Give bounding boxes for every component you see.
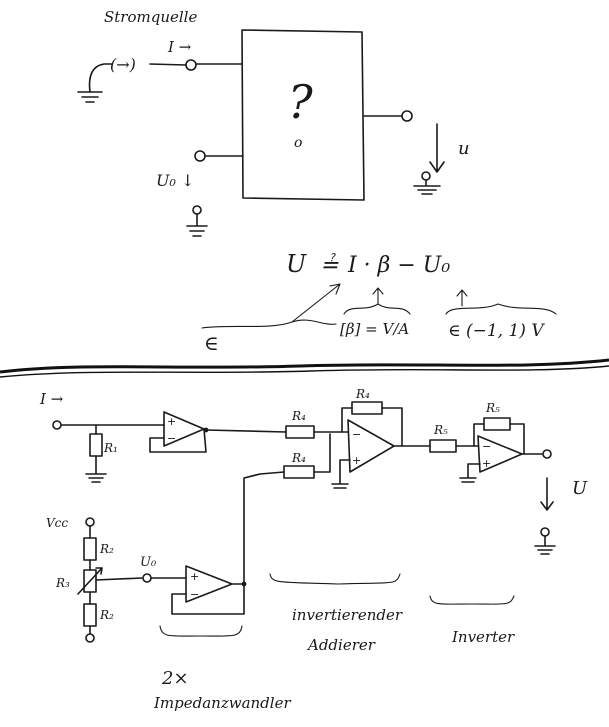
circuit-output-arrow	[540, 477, 554, 511]
divider-bottom-terminal	[85, 633, 95, 643]
opamp-adder	[347, 419, 395, 473]
r1-ground	[85, 455, 107, 483]
impedance-brace	[159, 625, 243, 637]
buffer-1-to-r4	[205, 429, 287, 433]
wiper-to-u0	[95, 577, 143, 581]
buffer-2-to-r4-b	[243, 471, 285, 583]
r2-bottom-label: R₂	[99, 608, 114, 622]
inverter-feedback	[473, 423, 525, 455]
opamp-buffer-2	[185, 565, 233, 603]
output-terminal	[401, 110, 413, 122]
resistor-r5-b	[483, 417, 511, 431]
adder-annotation-1: invertierender	[292, 606, 403, 624]
resistor-r4-c	[351, 401, 383, 415]
output-voltage-arrow	[429, 123, 445, 173]
buffer-2-feedback	[171, 583, 245, 615]
inverter-brace	[429, 595, 515, 605]
circuit-output-terminal	[542, 449, 552, 459]
inverter-plus-ground	[459, 463, 481, 483]
buffer-2-minus: −	[190, 588, 199, 601]
impedance-annotation: Impedanzwandler	[153, 694, 291, 712]
output-ground-symbol	[413, 179, 441, 195]
vcc-label: Vcc	[46, 516, 68, 530]
resistor-r4-b	[283, 465, 315, 479]
beta-arrow	[372, 287, 384, 305]
output-voltage-label: u	[458, 138, 470, 159]
buffer-1-plus: +	[167, 415, 176, 428]
current-arrow-label: I →	[167, 38, 192, 56]
r1-label: R₁	[103, 441, 118, 455]
equation-equals: ≟	[320, 253, 339, 278]
adder-plus: +	[352, 454, 361, 467]
beta-brace	[343, 303, 411, 315]
offset-terminal	[194, 150, 206, 162]
adder-brace	[269, 573, 401, 585]
r5-a-label: R₅	[433, 423, 448, 437]
buffer-1-feedback	[149, 428, 207, 453]
input-current-label: I →	[39, 390, 64, 408]
equation-rhs: I · β − U₀	[347, 253, 450, 278]
range-text: ∈ (−1, 1) V	[448, 321, 545, 341]
inverter-plus: +	[482, 457, 491, 470]
r2-top-label: R₂	[99, 542, 114, 556]
circuit-output-ground	[534, 535, 556, 555]
offset-voltage-label: U₀ ↓	[156, 171, 194, 190]
source-to-terminal-wire	[149, 63, 187, 66]
beta-unit: [β] = V/A	[340, 320, 409, 338]
input-current-terminal	[52, 420, 62, 430]
resistor-r2-top	[83, 537, 97, 561]
source-label: Stromquelle	[104, 8, 197, 26]
resistor-r4-a	[285, 425, 315, 439]
element-of-brace	[201, 319, 337, 329]
r4-b-label: R₄	[291, 451, 306, 465]
resistor-r2-bottom	[83, 603, 97, 627]
inverter-minus: −	[482, 440, 491, 453]
element-of-left: ∈	[204, 331, 219, 355]
opamp-inverter	[477, 435, 523, 473]
impedance-count: 2×	[161, 668, 189, 689]
range-arrow	[456, 289, 468, 307]
range-brace	[445, 303, 557, 315]
r4-b-to-adder	[313, 433, 331, 473]
offset-ground-terminal	[192, 205, 202, 215]
offset-ground-symbol	[186, 213, 208, 237]
buffer-2-plus: +	[190, 570, 199, 583]
separator-line	[0, 358, 609, 374]
separator-line-2	[0, 365, 609, 378]
buffer-1-minus: −	[167, 432, 176, 445]
input-terminal	[185, 59, 197, 71]
u0-label: U₀	[140, 555, 157, 570]
resistor-r5-a	[429, 439, 457, 453]
vcc-terminal	[85, 517, 95, 527]
adder-annotation-2: Addierer	[306, 636, 376, 654]
adder-feedback	[341, 407, 403, 447]
black-box-question: ?	[288, 75, 313, 129]
source-ground-wire	[88, 63, 113, 93]
resistor-r1	[89, 433, 103, 457]
adder-minus: −	[352, 428, 361, 441]
adder-plus-ground	[331, 459, 351, 489]
u0-terminal	[142, 573, 152, 583]
inverter-annotation: Inverter	[451, 628, 515, 646]
circuit-output-ground-terminal	[540, 527, 550, 537]
output-ground-terminal	[421, 171, 431, 181]
equation-block: U ≟ I · β − U₀ ∈ [β] = V/A ∈ (−1, 1) V	[201, 250, 557, 355]
annotations: invertierender Addierer Inverter 2× Impe…	[153, 573, 515, 712]
black-box-sketch: Stromquelle (→) I → ? o u U₀ ↓	[77, 8, 470, 237]
element-of-arrow	[291, 283, 341, 323]
source-ground-symbol	[77, 91, 103, 103]
equation-lhs: U	[286, 250, 307, 278]
r4-a-label: R₄	[291, 409, 306, 423]
circuit-output-label: U	[572, 478, 588, 499]
black-box-mark: o	[294, 135, 302, 151]
r5-b-label: R₅	[485, 401, 500, 415]
opamp-buffer-1	[163, 411, 205, 447]
current-source-symbol: (→)	[110, 55, 136, 74]
r3-label: R₃	[55, 576, 70, 590]
black-box	[241, 29, 365, 201]
r4-c-label: R₄	[355, 387, 370, 401]
r3-wiper	[77, 567, 103, 595]
circuit-schematic: I → R₁ + − R₄ R₄ − + R₄	[39, 387, 588, 643]
